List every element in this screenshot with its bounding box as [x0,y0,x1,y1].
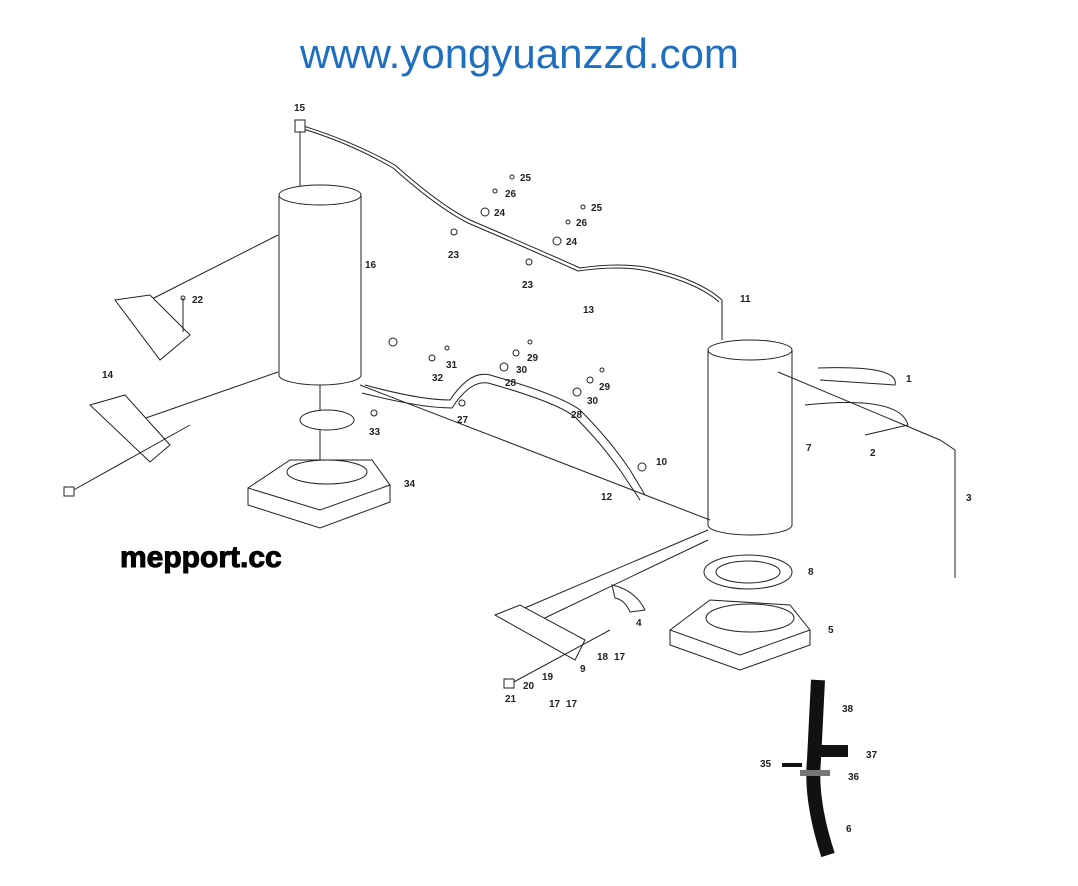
label-13: 13 [583,305,595,316]
label-25: 25 [520,173,532,184]
label-37: 37 [866,750,878,761]
bolt [63,486,75,497]
label-31: 31 [446,360,458,371]
strap-1 [817,367,896,386]
clamp-36 [800,770,830,776]
label-24: 24 [494,208,506,219]
label-38: 38 [842,704,854,715]
label-32: 32 [432,373,444,384]
tube-12 [364,373,646,496]
label-15: 15 [294,103,306,114]
bracket-upper [114,294,191,361]
label-36: 36 [848,772,860,783]
air-tank-7 [707,339,793,536]
label-24: 24 [566,237,578,248]
watermark-primary: www.yongyuanzzd.com [300,30,739,77]
label-5: 5 [828,625,834,636]
label-30: 30 [516,365,528,376]
bracket-37 [818,745,848,757]
label-26: 26 [576,218,588,229]
label-14: 14 [102,370,114,381]
label-9: 9 [580,664,586,675]
hose-6 [806,679,835,858]
callout-labels: 15 16 22 14 25 26 24 23 25 26 24 23 13 1… [102,103,972,835]
label-23: 23 [522,280,534,291]
label-27: 27 [457,415,469,426]
watermark-secondary: mepport.cc [120,541,283,575]
label-10: 10 [656,457,668,468]
label-22: 22 [192,295,204,306]
strap-2 [804,402,909,436]
clip-4 [611,584,646,613]
label-19: 19 [542,672,554,683]
label-25: 25 [591,203,603,214]
label-17: 17 [614,652,626,663]
fitting-15 [294,119,306,133]
label-11: 11 [740,294,751,305]
label-23: 23 [448,250,460,261]
label-35: 35 [760,759,772,770]
label-29: 29 [599,382,611,393]
label-3: 3 [966,493,972,504]
label-17: 17 [566,699,578,710]
label-2: 2 [870,448,876,459]
bracket-9 [493,604,586,661]
label-17: 17 [549,699,561,710]
ring-seal [299,409,355,431]
bracket-14 [89,394,171,463]
label-12: 12 [601,492,613,503]
label-33: 33 [369,427,381,438]
label-6: 6 [846,824,852,835]
label-26: 26 [505,189,517,200]
label-29: 29 [527,353,539,364]
label-30: 30 [587,396,599,407]
label-34: 34 [404,479,416,490]
label-4: 4 [636,618,642,629]
label-28: 28 [505,378,517,389]
label-8: 8 [808,567,814,578]
rod-3 [777,371,956,578]
small-fittings [180,174,647,472]
label-18: 18 [597,652,609,663]
label-16: 16 [365,260,377,271]
air-tank-16 [278,184,362,386]
label-1: 1 [906,374,912,385]
air-line-13 [299,124,723,301]
label-28: 28 [571,410,583,421]
label-7: 7 [806,443,812,454]
label-21: 21 [505,694,517,705]
bolt-35 [782,763,802,767]
label-20: 20 [523,681,535,692]
